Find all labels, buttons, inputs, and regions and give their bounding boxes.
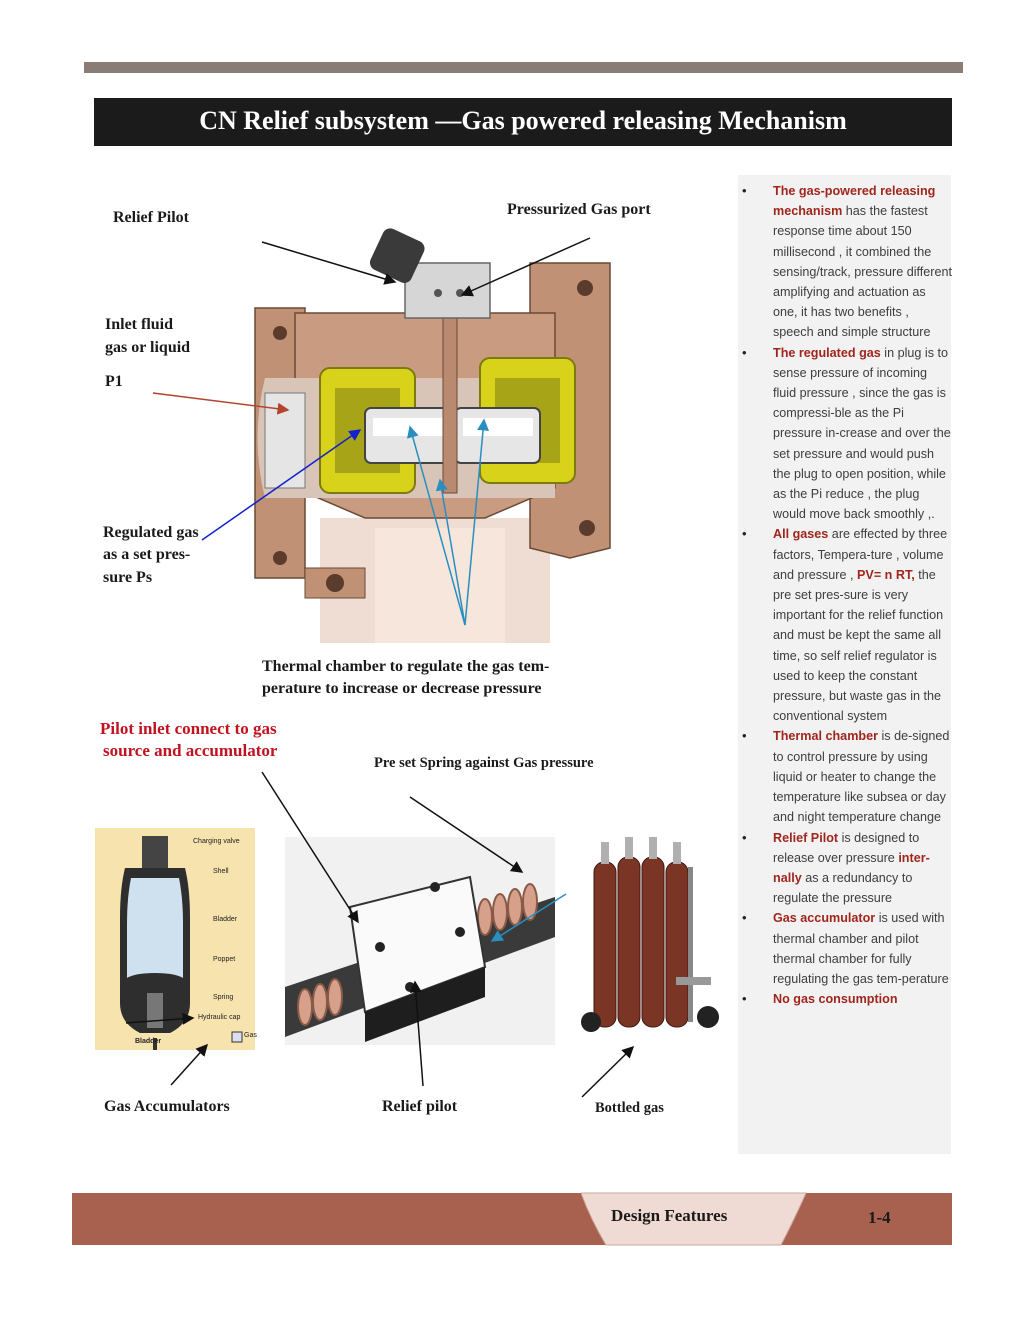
design-notes-list: The gas-powered releasing mechanism has … [742,181,952,1010]
note-item: No gas consumption [742,989,952,1009]
label-relief-pilot-top: Relief Pilot [113,209,189,226]
acc-label-bladder-bottom: Bladder [135,1038,162,1045]
note-text: is designed to release over pressure [773,830,920,865]
note-text: is de-signed to control pressure by usin… [773,729,950,825]
note-bold: Thermal chamber [773,729,878,744]
label-preset-spring: Pre set Spring against Gas pressure [374,755,594,771]
accumulator-svg [120,836,243,1050]
note-text: the pre set pres-sure is very important … [773,567,944,724]
label-inlet-fluid-2: gas or liquid [105,339,191,356]
label-inlet-fluid-1: Inlet fluid [105,316,174,333]
note-bold: Gas accumulator [773,911,876,926]
label-regulated-gas-1: Regulated gas [103,524,199,541]
footer-bar [72,1193,952,1245]
note-item: Relief Pilot is designed to release over… [742,828,952,909]
acc-legend-gas: Gas [244,1032,257,1039]
note-bold: No gas consumption [773,992,898,1007]
footer-tab [581,1192,807,1246]
page-title: CN Relief subsystem —Gas powered releasi… [94,98,952,146]
label-relief-pilot-bottom: Relief pilot [382,1098,458,1115]
label-regulated-gas-2: as a set pres- [103,546,191,563]
label-pilot-inlet-1: Pilot inlet connect to gas [100,719,277,738]
note-bold: The gas-powered releasing mechanism [773,184,936,219]
note-item: Thermal chamber is de-signed to control … [742,726,952,827]
note-item: Gas accumulator is used with thermal cha… [742,908,952,989]
acc-label-spring: Spring [213,994,234,1001]
bottled-gas-illustration [576,827,726,1042]
note-bold: The regulated gas [773,345,881,360]
footer-section-title: Design Features [611,1206,728,1225]
note-text: is used with thermal chamber and pilot t… [773,911,949,986]
note-bold: Relief Pilot [773,830,839,845]
top-rule [84,62,963,73]
accumulator-diagram: Charging valve Shell Bladder Poppet Spri… [95,828,257,1050]
note-bold: inter-nally [773,850,930,885]
acc-label-hydraulic-cap: Hydraulic cap [198,1014,241,1021]
label-thermal-chamber-1: Thermal chamber to regulate the gas tem- [262,658,550,675]
note-text: as a redundancy to regulate the pressure [773,870,913,906]
note-text: are effected by three factors, Tempera-t… [773,527,948,582]
label-regulated-gas-3: sure Ps [103,569,153,586]
acc-label-shell: Shell [213,868,229,875]
note-bold: All gases [773,527,829,542]
label-inlet-fluid-3: P1 [105,373,123,390]
acc-label-bladder: Bladder [213,916,238,923]
note-text: has the fastest response time about 150 … [773,204,952,340]
valve-cross-section-illustration [225,228,630,643]
label-bottled-gas: Bottled gas [595,1100,664,1116]
relief-pilot-illustration [285,837,555,1045]
note-text: in plug is to sense pressure of incoming… [773,345,951,522]
note-item: The regulated gas in plug is to sense pr… [742,343,952,525]
acc-label-poppet: Poppet [213,956,236,963]
label-thermal-chamber-2: perature to increase or decrease pressur… [262,680,542,697]
footer-page-number: 1-4 [868,1208,891,1227]
note-item: The gas-powered releasing mechanism has … [742,181,952,343]
note-item: All gases are effected by three factors,… [742,524,952,726]
label-pressurized-gas-port: Pressurized Gas port [507,201,651,218]
note-bold: PV= n RT, [857,567,915,582]
label-gas-accumulators: Gas Accumulators [104,1098,230,1115]
acc-label-charging-valve: Charging valve [193,838,240,845]
label-pilot-inlet-2: source and accumulator [103,741,278,760]
